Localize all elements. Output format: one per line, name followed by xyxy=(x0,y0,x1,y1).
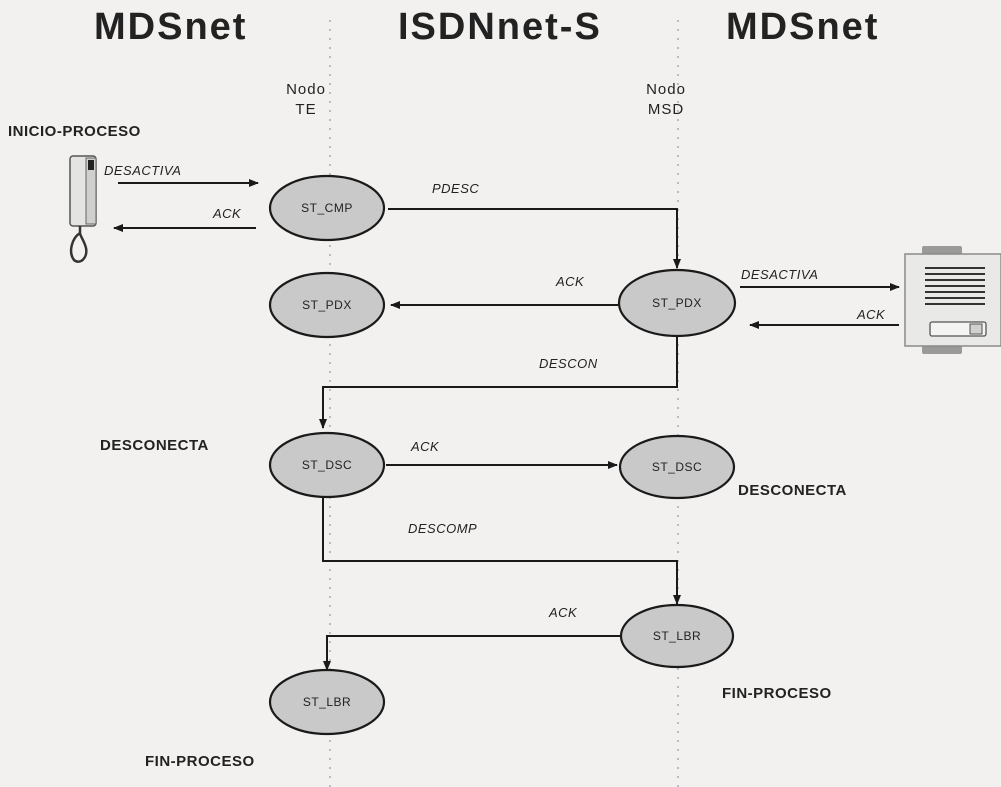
state-msd-lbr xyxy=(619,603,735,669)
phase-start-label: INICIO-PROCESO xyxy=(8,123,141,140)
msg-ack-lbr: ACK xyxy=(549,605,578,620)
door-intercom-panel-icon xyxy=(904,246,1001,354)
state-msd-pdx-label: ST_PDX xyxy=(652,296,702,310)
network-center-title: ISDNnet-S xyxy=(398,6,602,48)
msg-ack-left: ACK xyxy=(213,206,242,221)
phase-end-right-label: FIN-PROCESO xyxy=(722,685,832,702)
msg-desactiva-right: DESACTIVA xyxy=(741,267,819,282)
state-te-dsc-label: ST_DSC xyxy=(301,458,353,472)
network-left-title: MDSnet xyxy=(94,6,248,48)
node-msd-line1: Nodo xyxy=(646,81,686,98)
phase-end-left-label: FIN-PROCESO xyxy=(145,753,255,770)
state-msd-dsc-label: ST_DSC xyxy=(651,460,703,474)
msg-ack-dsc: ACK xyxy=(411,439,440,454)
arrow-descon xyxy=(319,335,678,429)
node-te-line2: TE xyxy=(295,101,317,118)
arrow-pdesc xyxy=(388,208,681,269)
node-te-label: Nodo TE xyxy=(276,80,336,120)
state-te-pdx-label: ST_PDX xyxy=(302,298,352,312)
state-msd-pdx xyxy=(617,268,737,338)
state-te-cmp xyxy=(268,174,386,242)
node-msd-label: Nodo MSD xyxy=(636,80,696,120)
node-msd-line2: MSD xyxy=(647,101,685,118)
arrow-descomp xyxy=(322,494,681,605)
state-te-cmp-label: ST_CMP xyxy=(301,201,353,215)
state-te-pdx xyxy=(268,271,386,339)
msg-descomp: DESCOMP xyxy=(408,521,478,536)
node-te-line1: Nodo xyxy=(286,81,326,98)
telephone-handset-icon xyxy=(69,155,97,263)
state-te-lbr xyxy=(268,668,386,736)
arrow-ack-lbr xyxy=(323,635,622,671)
msg-ack-right: ACK xyxy=(857,307,886,322)
network-right-title: MDSnet xyxy=(726,6,880,48)
state-msd-lbr-label: ST_LBR xyxy=(652,629,702,643)
msg-pdesc: PDESC xyxy=(432,181,480,196)
state-te-dsc xyxy=(268,431,386,499)
state-msd-dsc xyxy=(618,434,736,500)
msg-desactiva-left: DESACTIVA xyxy=(104,163,182,178)
phase-disconnect-right-label: DESCONECTA xyxy=(738,482,847,499)
msg-ack-pdx: ACK xyxy=(556,274,585,289)
state-te-lbr-label: ST_LBR xyxy=(302,695,352,709)
msg-descon: DESCON xyxy=(539,356,598,371)
phase-disconnect-left-label: DESCONECTA xyxy=(100,437,209,454)
